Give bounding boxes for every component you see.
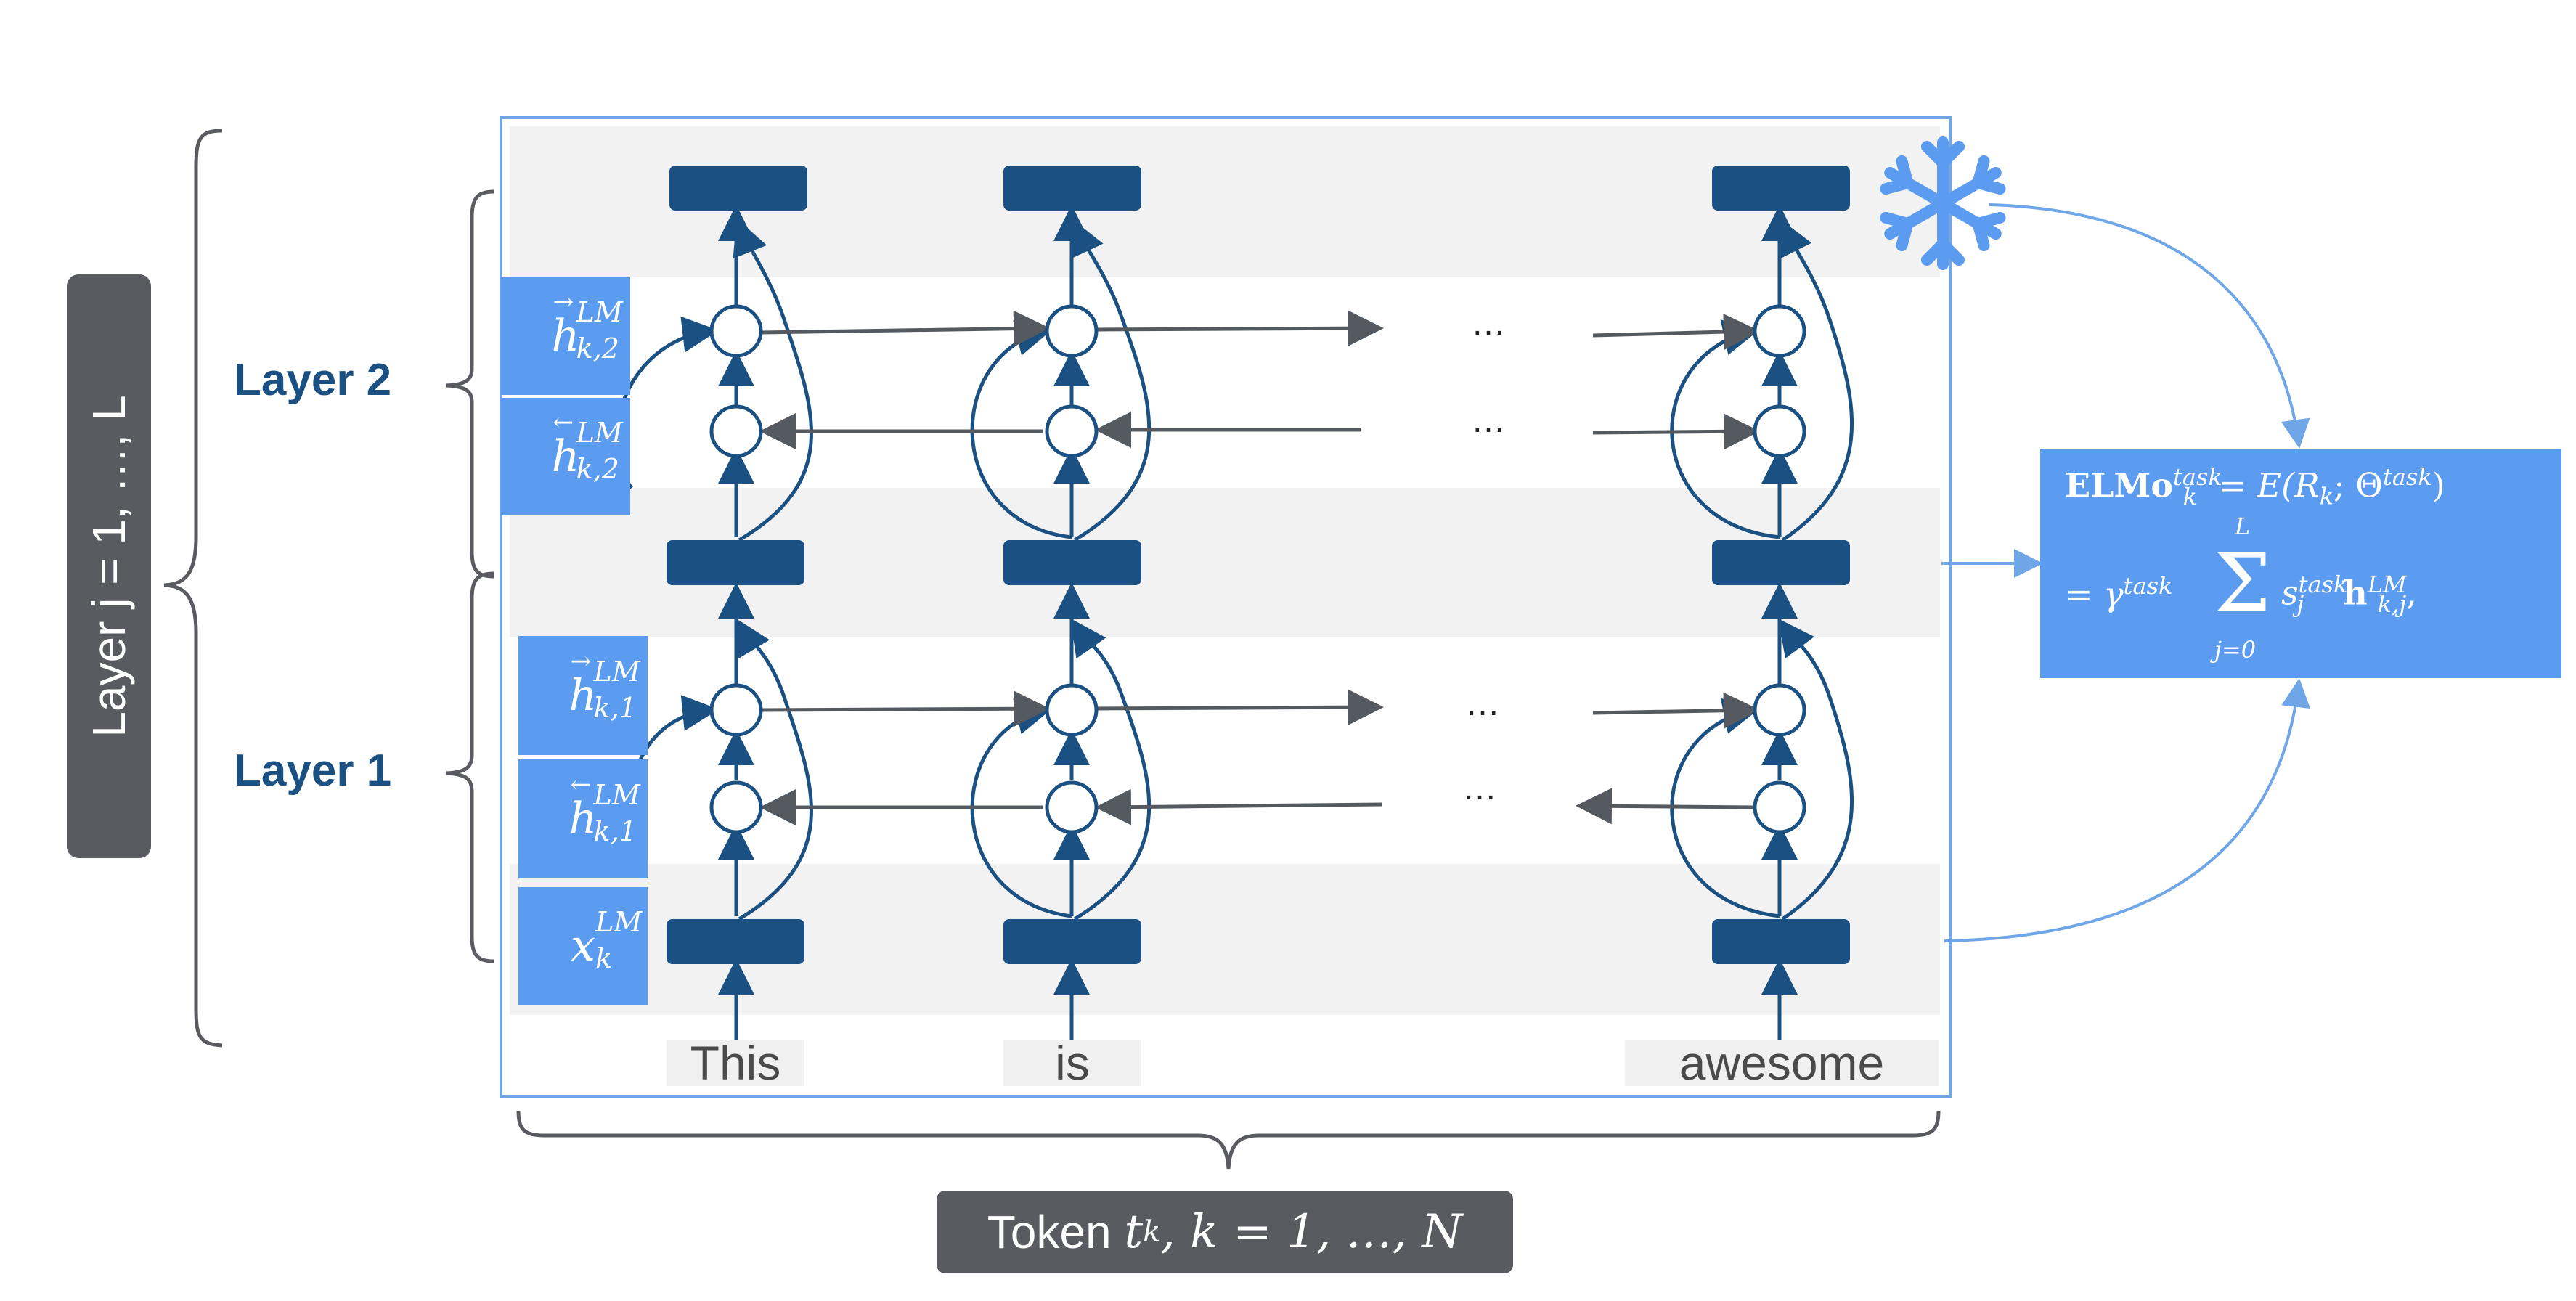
skip-curve <box>1670 698 1780 918</box>
forward-arrow <box>1096 689 1384 726</box>
h-forward-layer1-box: → h LM k,1 <box>518 636 648 755</box>
elmo-input-arrow <box>1989 203 2310 449</box>
sum-lower-limit: j=0 <box>2214 636 2257 664</box>
hidden-block <box>1003 540 1141 585</box>
lstm-node-forward <box>709 683 763 737</box>
elmo-formula-line2: = γtask <box>2065 572 2173 614</box>
h-backward-layer1-box: ← h LM k,1 <box>518 759 648 878</box>
token-awesome: awesome <box>1625 1036 1939 1090</box>
layer-1-label: Layer 1 <box>234 746 392 796</box>
brace-layer-1 <box>445 571 494 963</box>
snowflake-icon <box>1880 136 2006 270</box>
skip-curve <box>970 698 1072 918</box>
h-forward-layer2-box: → h LM k,2 <box>501 277 630 395</box>
backward-arrow <box>1576 788 1753 825</box>
skip-curve <box>1777 619 1854 921</box>
h-backward-layer2-box: ← h LM k,2 <box>501 398 630 515</box>
brace-layer-all <box>163 129 223 1048</box>
x-input-box: x LM k <box>518 887 648 1005</box>
skip-curve <box>1670 319 1780 539</box>
lstm-node-backward <box>709 780 763 834</box>
lstm-node-forward <box>1045 304 1099 358</box>
lstm-node-backward <box>1045 404 1099 458</box>
ellipsis: … <box>1465 685 1501 723</box>
hidden-block <box>1712 540 1850 585</box>
model-frame <box>500 116 1952 1098</box>
brace-layer-2 <box>445 189 494 579</box>
skip-curve <box>735 618 813 921</box>
token-this: This <box>667 1036 804 1090</box>
layer-axis-text: Layer j = 1, …, L <box>83 395 135 738</box>
skip-curve <box>1779 219 1854 542</box>
lstm-node-forward <box>1753 304 1806 358</box>
skip-curve <box>1070 218 1152 542</box>
embedding-block <box>1712 919 1850 964</box>
brace-tokens <box>516 1110 1941 1170</box>
output-block <box>1712 166 1850 211</box>
lstm-node-backward <box>1753 780 1806 834</box>
elmo-formula-line1: ELMotaskk = E(Rk; Θtask) <box>2065 463 2445 510</box>
ellipsis: … <box>1471 401 1507 440</box>
forward-arrow <box>1592 692 1760 729</box>
embedding-block <box>667 919 804 964</box>
forward-arrow <box>1096 310 1384 347</box>
forward-arrow <box>760 310 1050 347</box>
lstm-node-forward <box>1753 683 1806 737</box>
skip-curve <box>733 218 813 542</box>
layer-2-label: Layer 2 <box>234 355 392 405</box>
token-is: is <box>1003 1036 1141 1090</box>
backward-arrow <box>1592 413 1760 450</box>
elmo-input-arrow <box>1944 678 2311 942</box>
ellipsis: … <box>1471 304 1507 343</box>
lstm-node-backward <box>1045 780 1099 834</box>
lstm-node-backward <box>1753 404 1806 458</box>
hidden-block <box>667 540 804 585</box>
skip-curve <box>614 316 719 489</box>
sum-sign: Σ <box>2214 537 2271 629</box>
token-axis-label: Token t k , k = 1, …, N <box>937 1191 1513 1273</box>
backward-arrow <box>1095 788 1383 825</box>
lstm-node-backward <box>709 404 763 458</box>
skip-curve <box>970 320 1072 539</box>
sum-upper-limit: L <box>2235 513 2251 540</box>
lstm-node-forward <box>709 304 763 358</box>
output-block <box>669 166 807 211</box>
elmo-formula-box: ELMotaskk = E(Rk; Θtask) = γtask L Σ j=0… <box>2040 449 2561 678</box>
embedding-block <box>1003 919 1141 964</box>
skip-curve <box>1070 618 1152 921</box>
ellipsis: … <box>1462 769 1499 807</box>
forward-arrow <box>1592 314 1760 351</box>
forward-arrow <box>760 690 1050 727</box>
layer-axis-label: Layer j = 1, …, L <box>67 274 151 858</box>
output-block <box>1003 166 1141 211</box>
lstm-node-forward <box>1045 683 1099 737</box>
